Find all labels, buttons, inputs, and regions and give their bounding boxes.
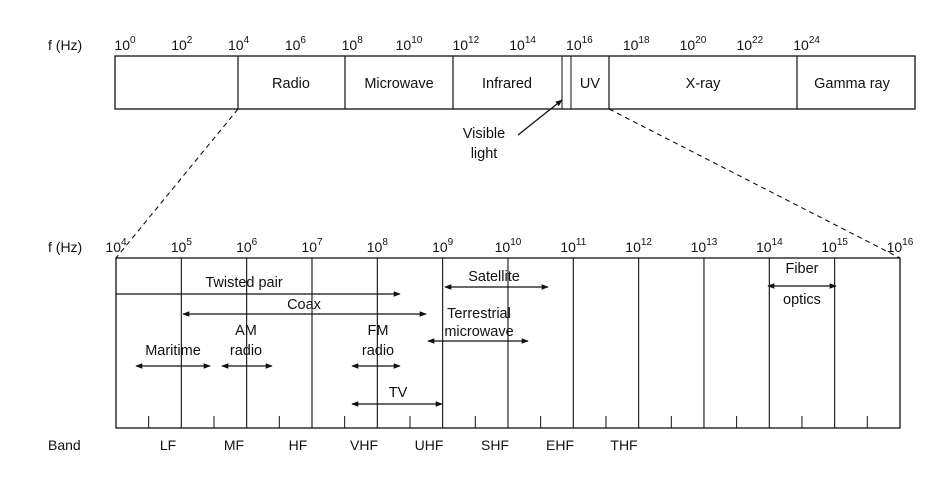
bottom-tick-label: 109 bbox=[432, 237, 454, 255]
bottom-tick-label: 107 bbox=[301, 237, 323, 255]
bottom-tick-label: 106 bbox=[236, 237, 258, 255]
top-tick-label: 1010 bbox=[396, 35, 423, 53]
bottom-tick-label: 1016 bbox=[887, 237, 914, 255]
satellite-label: Satellite bbox=[468, 269, 520, 285]
bottom-tick-label: 1013 bbox=[691, 237, 718, 255]
am-radio-label-line1: AM bbox=[235, 323, 257, 339]
region-x-ray: X-ray bbox=[686, 76, 721, 92]
decade-divider-lines bbox=[180, 258, 836, 428]
band-label: HF bbox=[289, 437, 308, 453]
top-tick-label: 1024 bbox=[793, 35, 820, 53]
band-row-label: Band bbox=[48, 437, 81, 453]
band-label: LF bbox=[160, 437, 176, 453]
top-frequency-ticks: 100 102 104 106 108 1010 1012 1014 1016 1018 1020 1… bbox=[114, 35, 820, 53]
top-tick-label: 102 bbox=[171, 35, 193, 53]
zoom-guide-right bbox=[608, 108, 901, 259]
bottom-tick-label: 1014 bbox=[756, 237, 783, 255]
top-tick-label: 1012 bbox=[452, 35, 479, 53]
region-microwave: Microwave bbox=[364, 76, 433, 92]
bottom-tick-label: 104 bbox=[105, 237, 127, 255]
top-tick-label: 106 bbox=[285, 35, 307, 53]
bottom-tick-label: 1011 bbox=[560, 237, 586, 255]
bottom-tick-label: 1015 bbox=[821, 237, 848, 255]
top-tick-label: 1018 bbox=[623, 35, 650, 53]
maritime-label: Maritime bbox=[145, 343, 201, 359]
am-radio-label-line2: radio bbox=[230, 343, 262, 359]
band-label: SHF bbox=[481, 437, 509, 453]
twisted-pair-label: Twisted pair bbox=[205, 275, 283, 291]
fiber-optics-label-line1: Fiber bbox=[785, 261, 818, 277]
fm-radio-label-line1: FM bbox=[368, 323, 389, 339]
top-tick-label: 1022 bbox=[736, 35, 763, 53]
fiber-optics-label-line2: optics bbox=[783, 292, 821, 308]
region-gamma-ray: Gamma ray bbox=[814, 76, 890, 92]
top-tick-label: 1016 bbox=[566, 35, 593, 53]
region-radio: Radio bbox=[272, 76, 310, 92]
top-tick-label: 104 bbox=[228, 35, 250, 53]
region-uv: UV bbox=[580, 76, 600, 92]
visible-light-label-line1: Visible bbox=[463, 126, 505, 142]
bottom-tick-label: 1012 bbox=[625, 237, 652, 255]
top-tick-label: 1014 bbox=[509, 35, 536, 53]
top-tick-label: 100 bbox=[114, 35, 136, 53]
band-label: THF bbox=[610, 437, 637, 453]
top-tick-label: 108 bbox=[342, 35, 364, 53]
top-spectrum-bar bbox=[114, 55, 916, 110]
zoom-guide-left bbox=[115, 108, 239, 259]
bottom-frequency-unit-label: f (Hz) bbox=[48, 239, 82, 255]
band-labels: LF MF HF VHF UHF SHF EHF THF bbox=[160, 437, 638, 453]
bottom-frequency-ticks: 104 105 106 107 108 109 1010 1011 1012 1013 1014 10… bbox=[105, 237, 913, 255]
fm-radio-label-line2: radio bbox=[362, 343, 394, 359]
band-label: EHF bbox=[546, 437, 574, 453]
band-label: UHF bbox=[415, 437, 444, 453]
visible-light-label-line2: light bbox=[471, 146, 498, 162]
terrestrial-microwave-label-line2: microwave bbox=[444, 324, 513, 340]
band-minor-ticks bbox=[148, 416, 868, 428]
band-label: MF bbox=[224, 437, 244, 453]
region-infrared: Infrared bbox=[482, 76, 532, 92]
top-frequency-unit-label: f (Hz) bbox=[48, 37, 82, 53]
top-tick-label: 1020 bbox=[680, 35, 707, 53]
bottom-tick-label: 105 bbox=[171, 237, 193, 255]
coax-label: Coax bbox=[287, 297, 322, 313]
band-label: VHF bbox=[350, 437, 378, 453]
bottom-tick-label: 108 bbox=[367, 237, 389, 255]
terrestrial-microwave-label-line1: Terrestrial bbox=[447, 306, 511, 322]
tv-label: TV bbox=[389, 385, 408, 401]
bottom-tick-label: 1010 bbox=[495, 237, 522, 255]
visible-light-arrow bbox=[517, 99, 563, 136]
